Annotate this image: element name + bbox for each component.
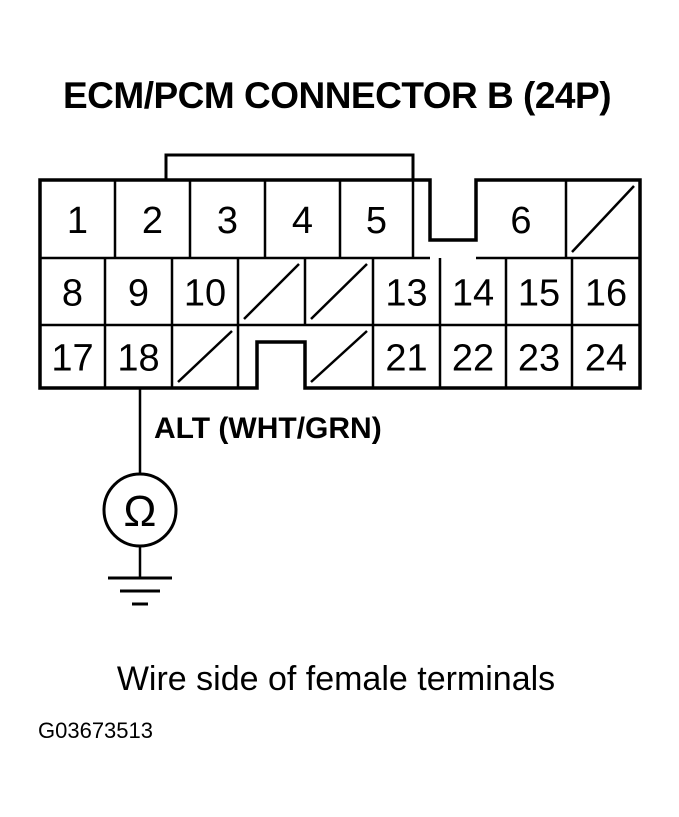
pin-8-label: 8: [62, 273, 83, 315]
pin-23-label: 23: [518, 338, 560, 380]
pin-9-label: 9: [128, 273, 149, 315]
pin-13-label: 13: [385, 273, 427, 315]
pin-14-label: 14: [452, 273, 494, 315]
connector-lock-tab: [164, 153, 415, 180]
pin-6-label: 6: [510, 200, 531, 242]
pin-21-label: 21: [385, 338, 427, 380]
empty-cavity-slash: [310, 330, 368, 383]
pin-16-label: 16: [585, 273, 627, 315]
ohmmeter-symbol: Ω: [124, 487, 157, 536]
pin-4-label: 4: [292, 200, 313, 242]
empty-cavity-slash: [177, 330, 233, 383]
pin-5-label: 5: [366, 200, 387, 242]
empty-cavity-slash: [310, 263, 368, 320]
empty-cavity-slash: [571, 185, 635, 253]
empty-cavity-slash: [243, 263, 300, 320]
ground-icon: [108, 576, 172, 606]
figure-id: G03673513: [38, 718, 153, 743]
ohmmeter-icon: Ω: [102, 472, 178, 548]
wire-label: ALT (WHT/GRN): [154, 412, 382, 445]
pin-18-label: 18: [117, 338, 159, 380]
pin-22-label: 22: [452, 338, 494, 380]
pin-17-label: 17: [51, 338, 93, 380]
pin-3-label: 3: [217, 200, 238, 242]
pin-15-label: 15: [518, 273, 560, 315]
connector-cell-grid: [40, 180, 640, 388]
pin-1-label: 1: [67, 200, 88, 242]
diagram-title: ECM/PCM CONNECTOR B (24P): [63, 75, 611, 116]
diagram-caption: Wire side of female terminals: [117, 660, 555, 698]
pin-10-label: 10: [184, 273, 226, 315]
pin-2-label: 2: [142, 200, 163, 242]
pin-24-label: 24: [585, 338, 627, 380]
